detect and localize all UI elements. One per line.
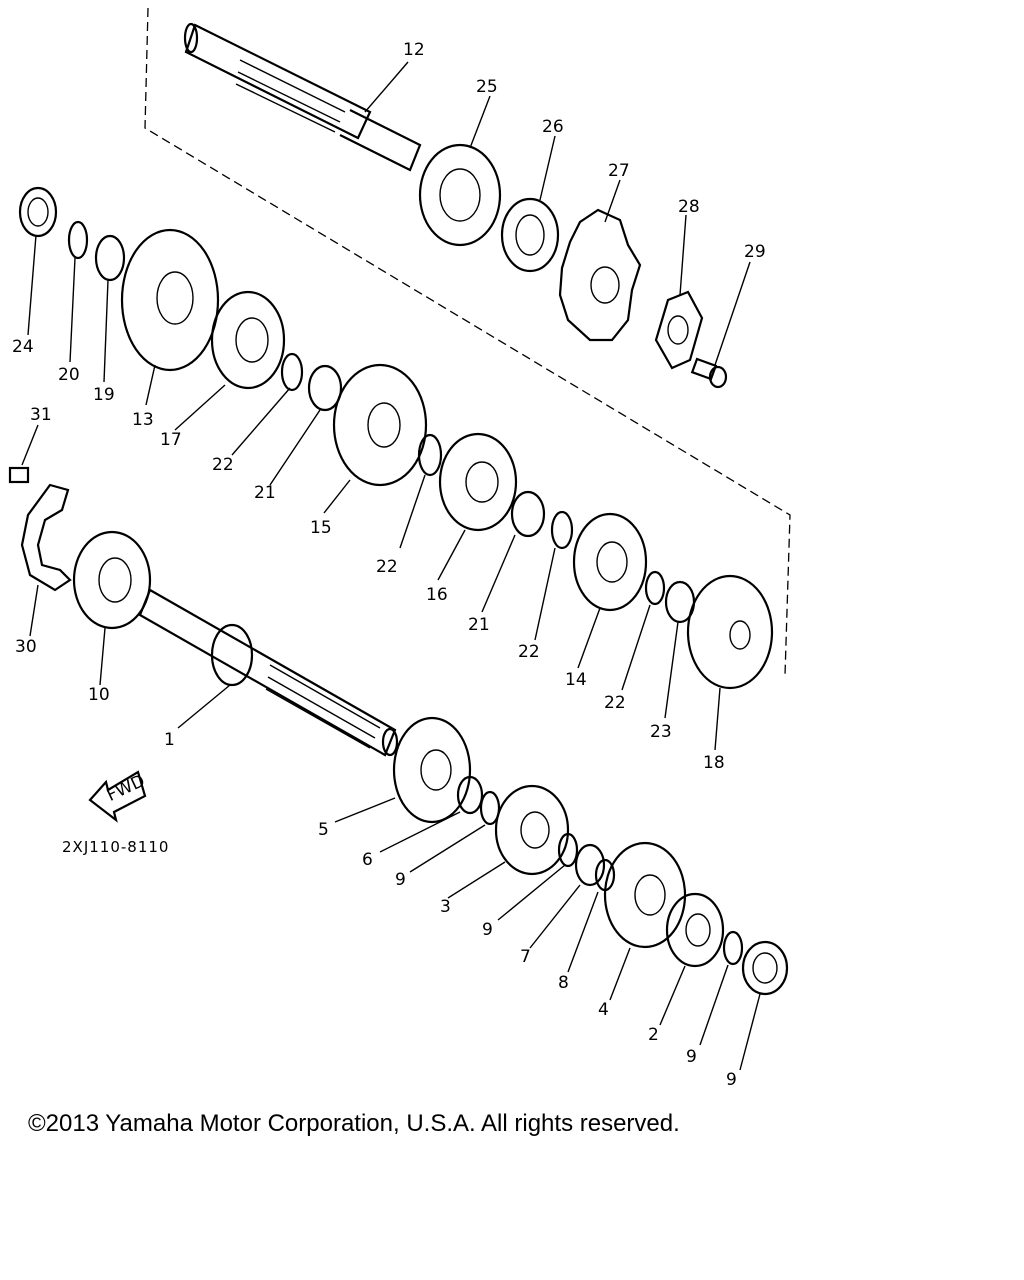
- drive-sprocket-part: [558, 208, 642, 342]
- fwd-label: FWD: [104, 771, 148, 806]
- copyright-notice: ©2013 Yamaha Motor Corporation, U.S.A. A…: [28, 1110, 680, 1137]
- gear-part: [392, 716, 472, 824]
- part-label: 26: [542, 117, 564, 137]
- main-axle-part: [183, 22, 422, 172]
- washer-part: [307, 364, 343, 412]
- bearing-part: [418, 143, 502, 247]
- gear-part: [686, 574, 774, 690]
- washer-part: [510, 490, 546, 538]
- part-label: 27: [608, 161, 630, 181]
- part-label: 15: [310, 518, 332, 538]
- part-label: 22: [518, 642, 540, 662]
- part-label: 22: [376, 557, 398, 577]
- part-label: 6: [362, 850, 373, 870]
- washer-part: [456, 775, 484, 815]
- part-label: 24: [12, 337, 34, 357]
- part-label: 20: [58, 365, 80, 385]
- part-label: 21: [254, 483, 276, 503]
- part-label: 9: [726, 1070, 737, 1090]
- part-label: 16: [426, 585, 448, 605]
- part-label: 28: [678, 197, 700, 217]
- part-label: 9: [395, 870, 406, 890]
- oil-seal-part: [500, 197, 560, 273]
- transmission-exploded-diagram: FWD: [8, 7, 791, 1090]
- part-label: 4: [598, 1000, 609, 1020]
- gear-part: [438, 432, 518, 532]
- part-label: 9: [482, 920, 493, 940]
- part-label: 19: [93, 385, 115, 405]
- part-label: 29: [744, 242, 766, 262]
- part-label: 23: [650, 722, 672, 742]
- part-label: 17: [160, 430, 182, 450]
- gear-part: [120, 228, 220, 372]
- part-label: 13: [132, 410, 154, 430]
- part-label: 1: [164, 730, 175, 750]
- part-label: 21: [468, 615, 490, 635]
- drawing-code: 2XJ110-8110: [62, 838, 169, 856]
- circlip-part: [550, 510, 574, 550]
- part-label: 30: [15, 637, 37, 657]
- part-label: 10: [88, 685, 110, 705]
- bearing-part: [18, 186, 58, 238]
- circlip-part: [67, 220, 89, 260]
- circlip-part: [417, 433, 443, 477]
- lock-washer-part: [654, 290, 704, 370]
- circlip-part: [280, 352, 304, 392]
- gear-part: [332, 363, 428, 487]
- gear-part: [665, 892, 725, 968]
- part-label: 3: [440, 897, 451, 917]
- circlip-part: [722, 930, 744, 966]
- leader-lines: [21, 61, 761, 1071]
- part-labels: 1 2 3 4 5 6 7 8 9 9 9 9 10 11 12 13 14 1…: [12, 40, 766, 1090]
- screw-part: [8, 466, 30, 484]
- part-label: 2: [648, 1025, 659, 1045]
- fwd-arrow-icon: FWD: [88, 770, 148, 823]
- part-label: 22: [212, 455, 234, 475]
- bearing-stopper-part: [20, 483, 72, 592]
- washer-part: [574, 843, 606, 887]
- part-label: 18: [703, 753, 725, 773]
- circlip-part: [644, 570, 666, 606]
- part-label: 14: [565, 670, 587, 690]
- bolt-part: [690, 357, 728, 389]
- part-label: 22: [604, 693, 626, 713]
- gear-part: [494, 784, 570, 876]
- gear-part: [210, 290, 286, 390]
- part-label: 9: [686, 1047, 697, 1067]
- part-label: 31: [30, 405, 52, 425]
- part-label: 25: [476, 77, 498, 97]
- circlip-part: [557, 832, 579, 868]
- part-label: 8: [558, 973, 569, 993]
- washer-part: [94, 234, 126, 282]
- part-label: 12: [403, 40, 425, 60]
- assembly-boundary: [144, 7, 791, 676]
- part-label: 7: [520, 947, 531, 967]
- gear-part: [603, 841, 687, 949]
- part-label: 5: [318, 820, 329, 840]
- circlip-part: [479, 790, 501, 826]
- gear-part: [572, 512, 648, 612]
- bearing-part: [72, 530, 152, 630]
- drive-axle-part: [138, 588, 399, 757]
- bearing-part: [741, 940, 789, 996]
